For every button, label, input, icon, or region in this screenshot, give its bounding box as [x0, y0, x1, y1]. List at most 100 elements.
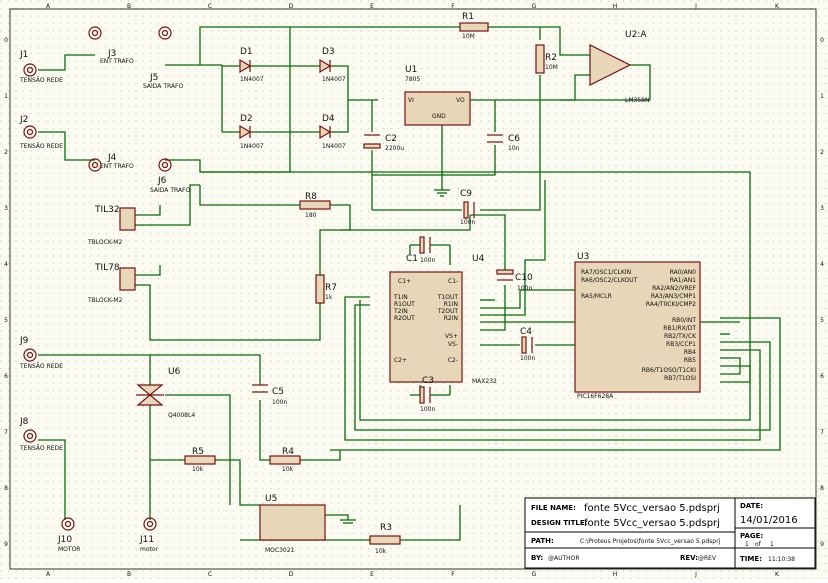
row-label-left: 7 — [4, 429, 8, 436]
regulator-u1[interactable] — [404, 91, 471, 126]
label-c1-value: 100n — [420, 257, 435, 264]
label-j8-value: TENSÃO REDE — [19, 445, 63, 452]
label-c6-ref: C6 — [508, 134, 520, 144]
label-j2-value: TENSÃO REDE — [19, 143, 63, 150]
resistor-r3[interactable] — [369, 535, 401, 545]
u3-pin-right: RB3/CCP1 — [666, 341, 696, 348]
row-label-left: 9 — [4, 541, 8, 548]
label-j3-value: ENT TRAFO — [100, 58, 134, 65]
triac-u6[interactable] — [136, 384, 164, 406]
label-til78-value: TBLOCK-M2 — [87, 297, 122, 304]
row-label-right: 4 — [820, 261, 824, 268]
tb-date-label: DATE: — [740, 502, 763, 510]
connector-j5[interactable] — [158, 26, 172, 40]
label-u6-ref: U6 — [168, 367, 181, 377]
label-u1-gnd: GND — [432, 113, 446, 120]
label-u6-value: Q4008L4 — [168, 412, 195, 419]
column-label-top: B — [127, 3, 131, 10]
row-label-right: 1 — [820, 93, 824, 100]
connector-j1[interactable] — [23, 63, 37, 77]
u3-pin-right: RA3/AN3/CMP1 — [651, 293, 696, 300]
terminal-block-til78[interactable] — [119, 267, 136, 291]
resistor-r2[interactable] — [535, 44, 545, 74]
resistor-r7[interactable] — [315, 274, 325, 304]
capacitor-c4[interactable] — [521, 336, 533, 354]
u4-pin-right: VS+ — [445, 333, 458, 340]
connector-j9[interactable] — [23, 348, 37, 362]
tb-design-title-label: DESIGN TITLE: — [531, 519, 588, 527]
row-label-left: 4 — [4, 261, 8, 268]
label-d4-value: 1N4007 — [322, 143, 346, 150]
connector-j3[interactable] — [88, 26, 102, 40]
resistor-r1[interactable] — [459, 22, 489, 32]
label-r5-ref: R5 — [192, 447, 204, 457]
u3-pin-right: RB6/T1OSO/T1CKI — [642, 367, 696, 374]
capacitor-c3[interactable] — [410, 386, 450, 404]
resistor-r5[interactable] — [184, 455, 216, 465]
tb-time: 11:10:38 — [768, 556, 795, 563]
u4-pin-right: C2- — [448, 357, 458, 364]
label-d1-ref: D1 — [240, 47, 253, 57]
u3-pin-right: RB5 — [684, 357, 696, 364]
capacitor-c5[interactable] — [252, 384, 268, 393]
terminal-block-til32[interactable] — [119, 207, 136, 231]
label-u1-value: 7805 — [405, 76, 420, 83]
label-c3-value: 100n — [420, 406, 435, 413]
diode-d4[interactable] — [319, 124, 332, 140]
column-label-bottom: G — [532, 571, 537, 578]
label-u2-ref: U2:A — [625, 30, 647, 40]
diode-d1[interactable] — [239, 58, 252, 74]
row-label-left: 3 — [4, 205, 8, 212]
connector-j4[interactable] — [88, 158, 102, 172]
label-c10-value: 100n — [517, 285, 532, 292]
row-label-left: 2 — [4, 149, 8, 156]
u3-pin-right: RA2/AN2/VREF — [652, 285, 696, 292]
row-label-right: 5 — [820, 317, 824, 324]
column-label-bottom: K — [775, 571, 780, 578]
label-r4-ref: R4 — [282, 447, 294, 457]
connector-j11[interactable] — [143, 517, 157, 531]
capacitor-c1[interactable] — [410, 236, 450, 254]
column-label-bottom: E — [370, 571, 374, 578]
connector-j6[interactable] — [158, 158, 172, 172]
ic-u3-pic16f628a[interactable] — [574, 261, 701, 393]
label-til32-ref: TIL32 — [94, 205, 120, 215]
u3-pin-left: RA5/MCLR — [581, 293, 612, 300]
tb-by-label: BY: — [531, 554, 543, 562]
resistor-r8[interactable] — [299, 200, 331, 210]
capacitor-c2[interactable] — [363, 134, 381, 149]
capacitor-c10[interactable] — [496, 269, 514, 281]
column-label-bottom: A — [46, 571, 51, 578]
ic-u4-max232[interactable] — [389, 271, 463, 383]
diode-d3[interactable] — [319, 58, 332, 74]
capacitor-c6[interactable] — [487, 134, 503, 143]
row-label-right: 6 — [820, 373, 824, 380]
label-d3-ref: D3 — [322, 47, 335, 57]
column-label-top: F — [451, 3, 455, 10]
optocoupler-u5[interactable] — [259, 504, 326, 541]
row-label-left: 8 — [4, 485, 8, 492]
wires — [38, 26, 781, 541]
label-u1-vo: VO — [456, 97, 465, 104]
label-c9-ref: C9 — [460, 189, 472, 199]
label-j6-ref: J6 — [157, 176, 167, 186]
u4-pin-left: R2OUT — [394, 315, 415, 322]
resistor-r4[interactable] — [269, 455, 301, 465]
connector-j10[interactable] — [61, 517, 75, 531]
column-label-bottom: J — [694, 571, 697, 578]
u3-pin-right: RA0/AN0 — [670, 269, 696, 276]
label-j11-ref: J11 — [139, 535, 154, 545]
label-j10-ref: J10 — [57, 535, 72, 545]
opamp-u2[interactable] — [589, 44, 632, 86]
row-label-right: 7 — [820, 429, 824, 436]
diode-d2[interactable] — [239, 124, 252, 140]
capacitor-c9[interactable] — [463, 201, 475, 219]
label-u5-value: MOC3021 — [265, 547, 295, 554]
u4-pin-right: R1IN — [444, 301, 458, 308]
tb-page: 1 — [745, 541, 749, 548]
label-c1-ref: C1 — [406, 254, 418, 264]
connector-j2[interactable] — [23, 125, 37, 139]
connector-j8[interactable] — [23, 429, 37, 443]
